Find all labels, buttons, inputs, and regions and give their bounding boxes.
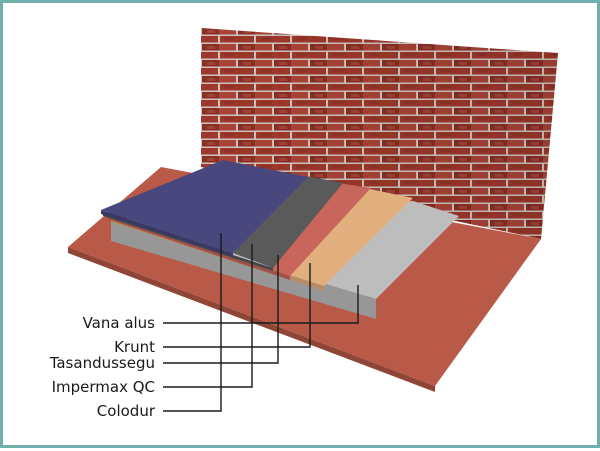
- label-vana-alus: Vana alus: [83, 314, 156, 332]
- label-colodur: Colodur: [97, 402, 156, 420]
- leader-line-colodur: [163, 233, 222, 412]
- floor-cross-section-diagram: Vana alus Krunt Tasandussegu Impermax QC…: [49, 28, 558, 420]
- leader-line-impermax-qc: [163, 244, 253, 388]
- layer-colodur-edge: [101, 210, 233, 257]
- leader-line-krunt: [163, 263, 311, 348]
- brick-wall: [201, 28, 558, 239]
- layer-stack: [101, 160, 459, 319]
- label-krunt: Krunt: [114, 338, 155, 356]
- label-impermax-qc: Impermax QC: [52, 378, 155, 396]
- layer-krunt: [279, 186, 413, 286]
- leader-line-tasandussegu: [163, 255, 279, 364]
- label-tasandussegu: Tasandussegu: [49, 354, 155, 372]
- layer-tasandussegu: [268, 183, 371, 276]
- layer-colodur: [101, 160, 308, 253]
- leader-line-vana-alus: [163, 285, 359, 324]
- leader-lines: [163, 233, 359, 412]
- layer-impermax-qc: [233, 176, 343, 268]
- layer-labels: Vana alus Krunt Tasandussegu Impermax QC…: [49, 314, 156, 420]
